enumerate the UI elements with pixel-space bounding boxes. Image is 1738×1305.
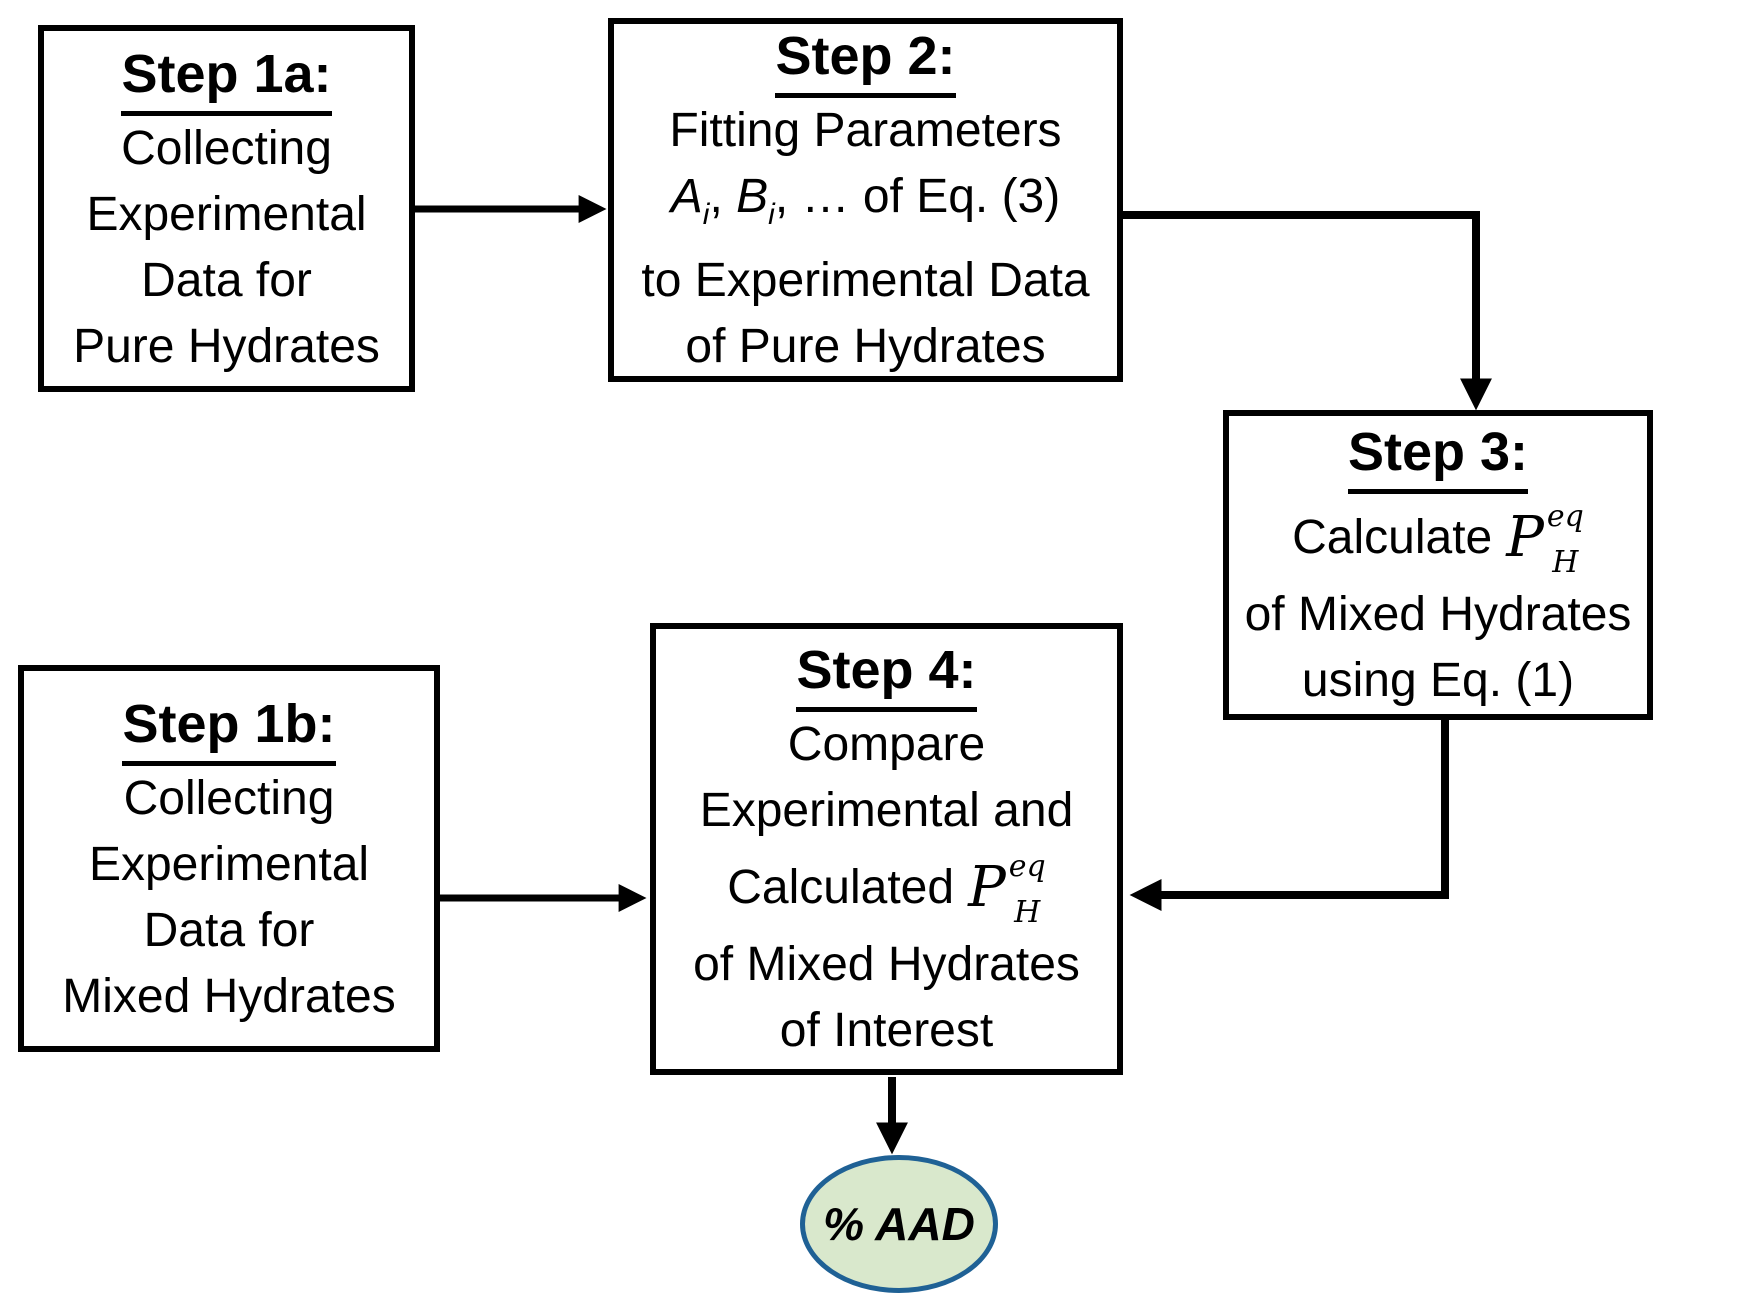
step1a-line: Collecting bbox=[121, 121, 332, 175]
step4-title: Step 4: bbox=[796, 634, 977, 712]
step1b-title: Step 1b: bbox=[122, 688, 336, 766]
calculated-label: Calculated bbox=[727, 861, 955, 914]
p-superscript: eq bbox=[1546, 499, 1584, 534]
param-b-subscript: i bbox=[768, 198, 775, 231]
step1b-line: Experimental bbox=[88, 837, 370, 891]
step1a-line: Experimental bbox=[86, 187, 367, 241]
step4-line-mixed: of Mixed Hydrates bbox=[693, 938, 1080, 991]
step2-line-to: to Experimental Data bbox=[641, 254, 1090, 307]
arrow-step3-to-step4 bbox=[1129, 720, 1449, 911]
step2-box: Step 2: Fitting Parameters Ai, Bi, … of … bbox=[608, 18, 1123, 382]
step3-line-mixed: of Mixed Hydrates bbox=[1244, 588, 1632, 641]
step3-title: Step 3: bbox=[1347, 416, 1529, 494]
arrow-step2-to-step3 bbox=[1123, 211, 1492, 411]
step1b-line: Mixed Hydrates bbox=[62, 969, 396, 1023]
aad-label: % AAD bbox=[823, 1198, 975, 1250]
step1b-box: Step 1b: Collecting Experimental Data fo… bbox=[18, 665, 440, 1052]
step1b-line: Data for bbox=[143, 903, 315, 957]
p-subscript: H bbox=[1552, 545, 1579, 580]
step4-line-compare: Compare bbox=[787, 718, 986, 771]
step1a-title: Step 1a: bbox=[121, 38, 332, 116]
step1a-line: Data for bbox=[141, 253, 312, 307]
step4-box: Step 4: Compare Experimental and Calcula… bbox=[650, 623, 1123, 1075]
param-a-subscript: i bbox=[702, 198, 710, 231]
aad-terminal: % AAD bbox=[800, 1155, 998, 1293]
param-a-symbol: A bbox=[670, 170, 703, 223]
step1a-line: Pure Hydrates bbox=[73, 319, 380, 373]
param-separator: , bbox=[709, 170, 737, 223]
step4-line-interest: of Interest bbox=[779, 1004, 994, 1057]
step2-line-fitting: Fitting Parameters bbox=[669, 104, 1062, 157]
calculate-label: Calculate bbox=[1292, 511, 1493, 564]
step2-params-line: Ai, Bi, … of Eq. (3) bbox=[671, 164, 1060, 248]
param-rest-text: , … of Eq. (3) bbox=[774, 170, 1061, 223]
param-b-symbol: B bbox=[736, 170, 769, 223]
p-subscript: H bbox=[1014, 895, 1041, 930]
p-superscript: eq bbox=[1008, 849, 1046, 884]
step1b-line: Collecting bbox=[123, 771, 335, 825]
step3-line-eq: using Eq. (1) bbox=[1301, 654, 1575, 707]
step2-line-of: of Pure Hydrates bbox=[685, 320, 1046, 373]
step2-title: Step 2: bbox=[775, 20, 956, 98]
step1a-box: Step 1a: Collecting Experimental Data fo… bbox=[38, 25, 415, 392]
step4-line-experimental: Experimental and bbox=[699, 784, 1074, 837]
